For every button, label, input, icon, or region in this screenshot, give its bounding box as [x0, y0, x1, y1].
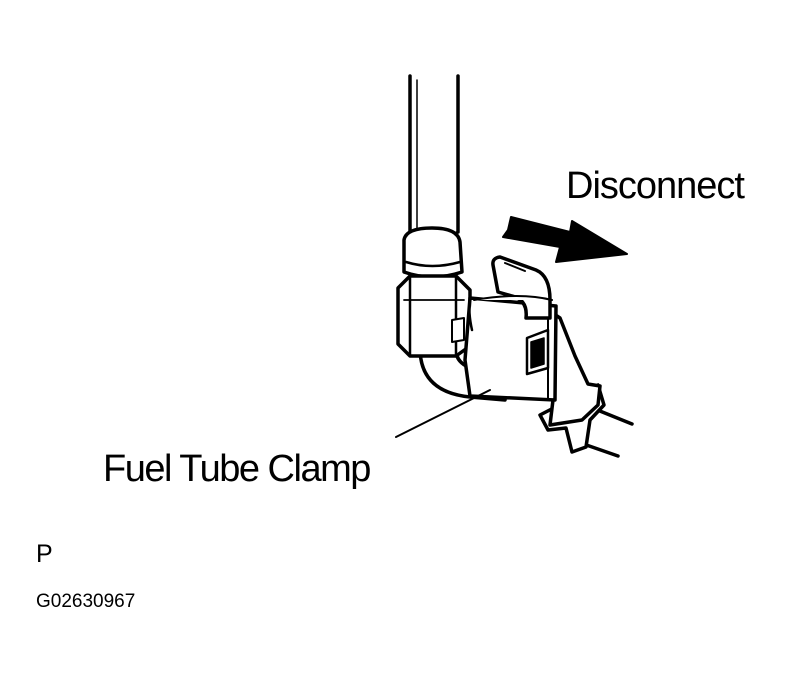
- figure-code: G02630967: [36, 591, 136, 612]
- fuel-tube-clamp-label: Fuel Tube Clamp: [103, 448, 371, 490]
- hose-fitting-collar: [402, 226, 464, 279]
- clamp-leader-line: [395, 389, 491, 438]
- fuel-hose-vertical: [408, 74, 460, 239]
- hex-nut: [396, 274, 472, 358]
- view-letter: P: [36, 540, 53, 568]
- disconnect-label: Disconnect: [566, 165, 745, 207]
- fuel-tube-clamp: [451, 255, 558, 402]
- disconnect-arrow: [502, 216, 628, 263]
- clamp-bracket-plate: [546, 308, 602, 427]
